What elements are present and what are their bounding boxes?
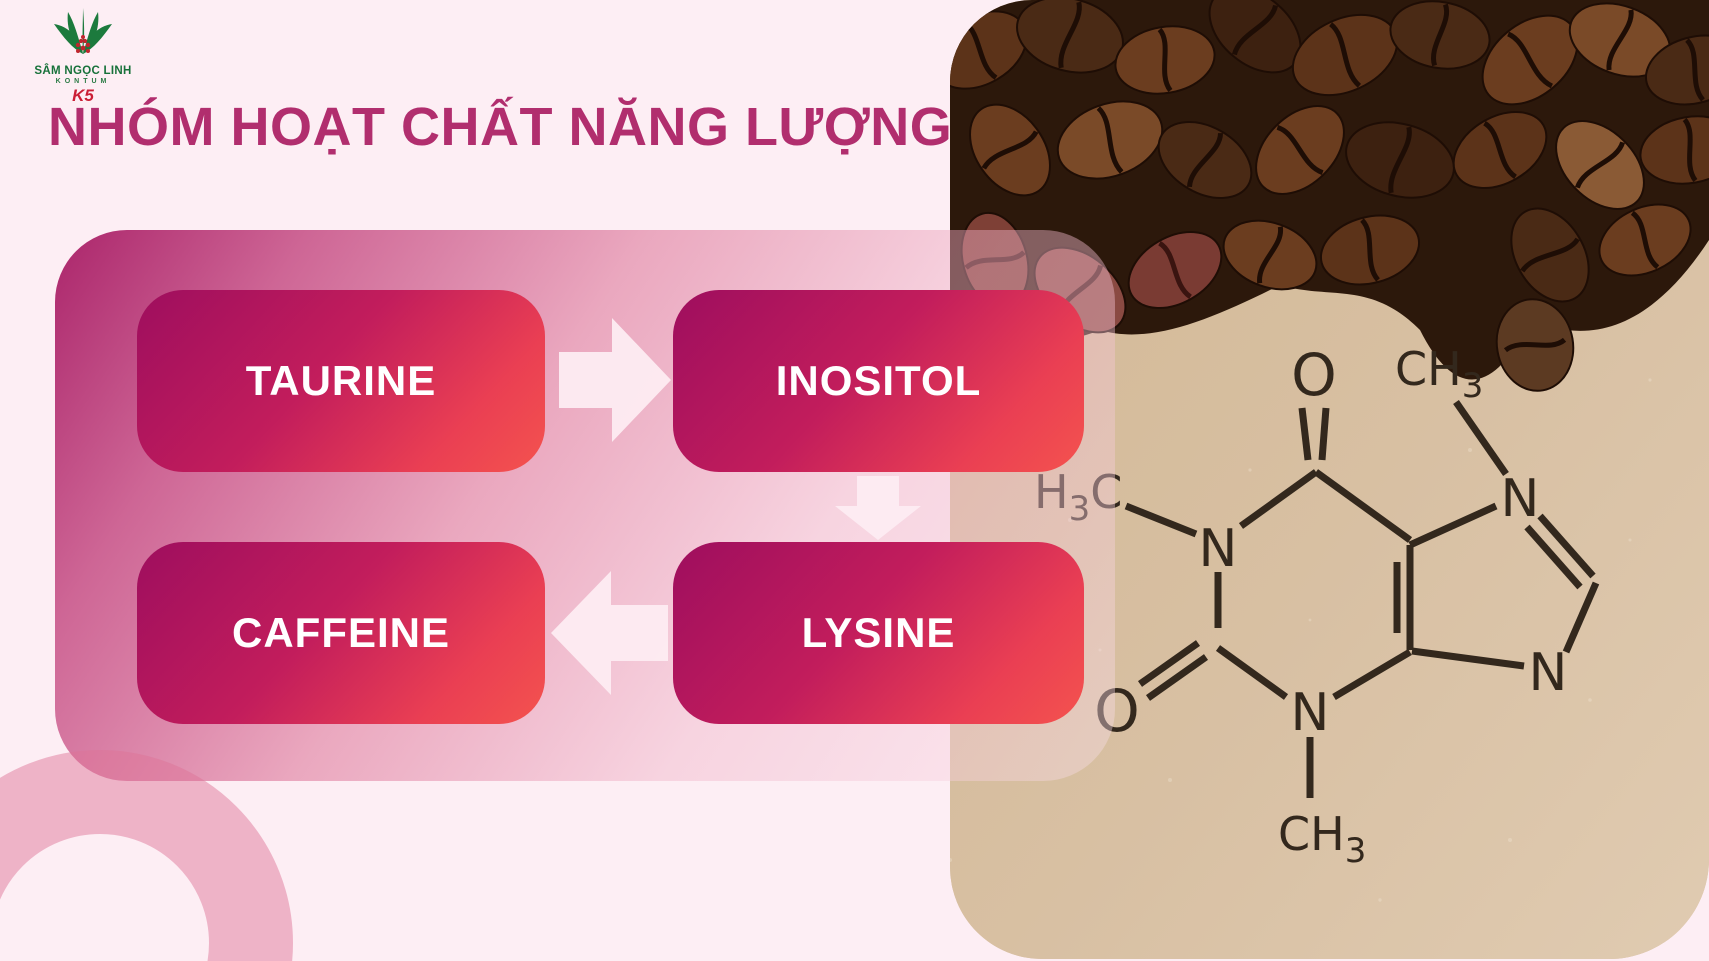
logo-k5-mark: K5 bbox=[72, 86, 94, 105]
node-caffeine-label: CAFFEINE bbox=[232, 609, 450, 656]
decorative-ring bbox=[0, 750, 293, 961]
node-taurine: TAURINE bbox=[137, 290, 545, 472]
node-caffeine: CAFFEINE bbox=[137, 542, 545, 724]
atom-label-n9: N bbox=[1529, 643, 1568, 703]
atom-label-o-top: O bbox=[1291, 341, 1337, 409]
group-label-ch3-bottom: CH3 bbox=[1278, 807, 1366, 871]
caffeine-molecule-diagram: O O N N N N H3C CH3 CH3 bbox=[1034, 341, 1600, 871]
atom-label-n1: N bbox=[1199, 519, 1238, 579]
brand-logo: SÂM NGỌC LINH KONTUM K5 bbox=[18, 8, 148, 106]
ginseng-leaves-icon bbox=[54, 8, 112, 54]
node-lysine: LYSINE bbox=[673, 542, 1084, 724]
node-lysine-label: LYSINE bbox=[801, 609, 956, 656]
logo-brand-text: SÂM NGỌC LINH bbox=[34, 65, 132, 77]
coffee-photo-art: O O N N N N H3C CH3 CH3 bbox=[950, 0, 1709, 959]
page-title: NHÓM HOẠT CHẤT NĂNG LƯỢNG bbox=[48, 97, 953, 157]
coffee-beans-illustration bbox=[950, 0, 1709, 392]
node-inositol: INOSITOL bbox=[673, 290, 1084, 472]
group-label-ch3-top: CH3 bbox=[1395, 342, 1483, 406]
node-taurine-label: TAURINE bbox=[245, 357, 437, 404]
node-inositol-label: INOSITOL bbox=[775, 357, 982, 404]
logo-region-text: KONTUM bbox=[55, 78, 111, 85]
atom-label-n3: N bbox=[1291, 683, 1330, 743]
coffee-photo: O O N N N N H3C CH3 CH3 bbox=[950, 0, 1709, 959]
atom-label-n7: N bbox=[1501, 469, 1540, 529]
